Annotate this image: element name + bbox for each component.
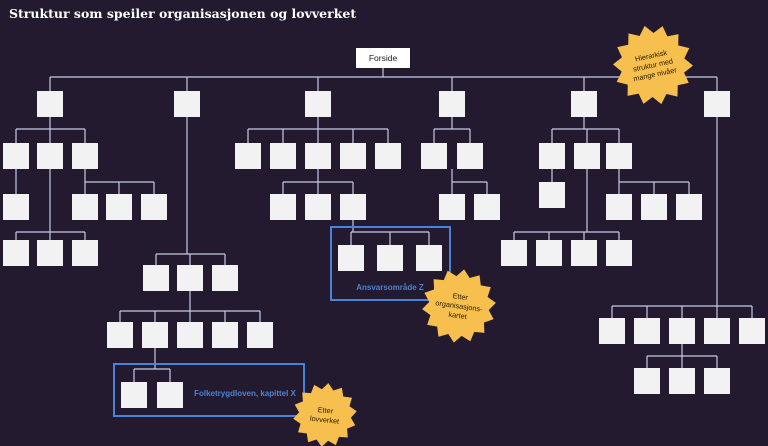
page-node — [457, 143, 483, 169]
page-node — [571, 91, 597, 117]
page-node — [539, 182, 565, 208]
page-node — [141, 194, 167, 220]
page-node — [704, 368, 730, 394]
page-node — [270, 143, 296, 169]
highlight-folketrygdloven-label: Folketrygdloven, kapittel X — [194, 389, 296, 398]
page-node — [676, 194, 702, 220]
starburst-shape — [613, 25, 693, 105]
page-node — [574, 143, 600, 169]
page-node — [606, 240, 632, 266]
page-node — [177, 265, 203, 291]
page-node — [375, 143, 401, 169]
page-node — [305, 143, 331, 169]
page-node — [340, 194, 366, 220]
page-node — [270, 194, 296, 220]
page-node — [212, 265, 238, 291]
page-node — [177, 322, 203, 348]
page-node — [739, 318, 765, 344]
page-node — [72, 194, 98, 220]
page-node — [121, 382, 147, 408]
page-node — [3, 240, 29, 266]
page-node — [157, 382, 183, 408]
page-node — [37, 240, 63, 266]
page-node — [606, 143, 632, 169]
highlight-ansvarsomrade-box — [330, 226, 451, 301]
page-nodes: Forside — [3, 48, 765, 408]
page-node — [107, 322, 133, 348]
page-node — [641, 194, 667, 220]
page-node — [3, 194, 29, 220]
highlight-folketrygdloven-box — [113, 363, 305, 417]
highlight-ansvarsomrade-label: Ansvarsområde Z — [356, 283, 424, 292]
page-node — [247, 322, 273, 348]
page-node — [305, 194, 331, 220]
page-node — [439, 194, 465, 220]
page-node — [439, 91, 465, 117]
starburst-shape — [293, 383, 357, 446]
page-node — [338, 245, 364, 271]
page-node — [37, 143, 63, 169]
page-node — [474, 194, 500, 220]
page-node — [174, 91, 200, 117]
page-node — [72, 143, 98, 169]
starburst-shape — [422, 269, 496, 343]
root-node-label: Forside — [369, 53, 398, 63]
page-node — [235, 143, 261, 169]
page-node — [106, 194, 132, 220]
badge-hierarkisk: Hierarkiskstruktur medmange nivåer — [613, 25, 693, 105]
badge-organisasjonskartet: Etterorganisasjons-kartet — [422, 269, 496, 343]
highlight-boxes: Ansvarsområde Z Folketrygdloven, kapittel… — [113, 226, 451, 417]
page-node — [634, 368, 660, 394]
page-node — [416, 245, 442, 271]
page-node — [340, 143, 366, 169]
page-node — [212, 322, 238, 348]
page-node — [143, 265, 169, 291]
page-node — [536, 240, 562, 266]
page-node — [669, 318, 695, 344]
page-node — [377, 245, 403, 271]
page-node — [305, 91, 331, 117]
badge-lovverket: Etterlovverket — [293, 383, 357, 446]
page-node — [704, 91, 730, 117]
page-node — [72, 240, 98, 266]
badge-lovverket-text: Etterlovverket — [310, 404, 341, 425]
page-node — [142, 322, 168, 348]
root-node — [356, 48, 410, 68]
page-node — [634, 318, 660, 344]
page-node — [37, 91, 63, 117]
page-node — [571, 240, 597, 266]
page-node — [3, 143, 29, 169]
connector-lines — [15, 68, 753, 382]
page-node — [501, 240, 527, 266]
page-node — [539, 143, 565, 169]
page-node — [599, 318, 625, 344]
page-node — [421, 143, 447, 169]
page-node — [606, 194, 632, 220]
callout-badges: Hierarkiskstruktur medmange nivåerEttero… — [293, 25, 693, 446]
page-node — [704, 318, 730, 344]
page-node — [669, 368, 695, 394]
diagram-title: Struktur som speiler organisasjonen og l… — [9, 6, 357, 21]
